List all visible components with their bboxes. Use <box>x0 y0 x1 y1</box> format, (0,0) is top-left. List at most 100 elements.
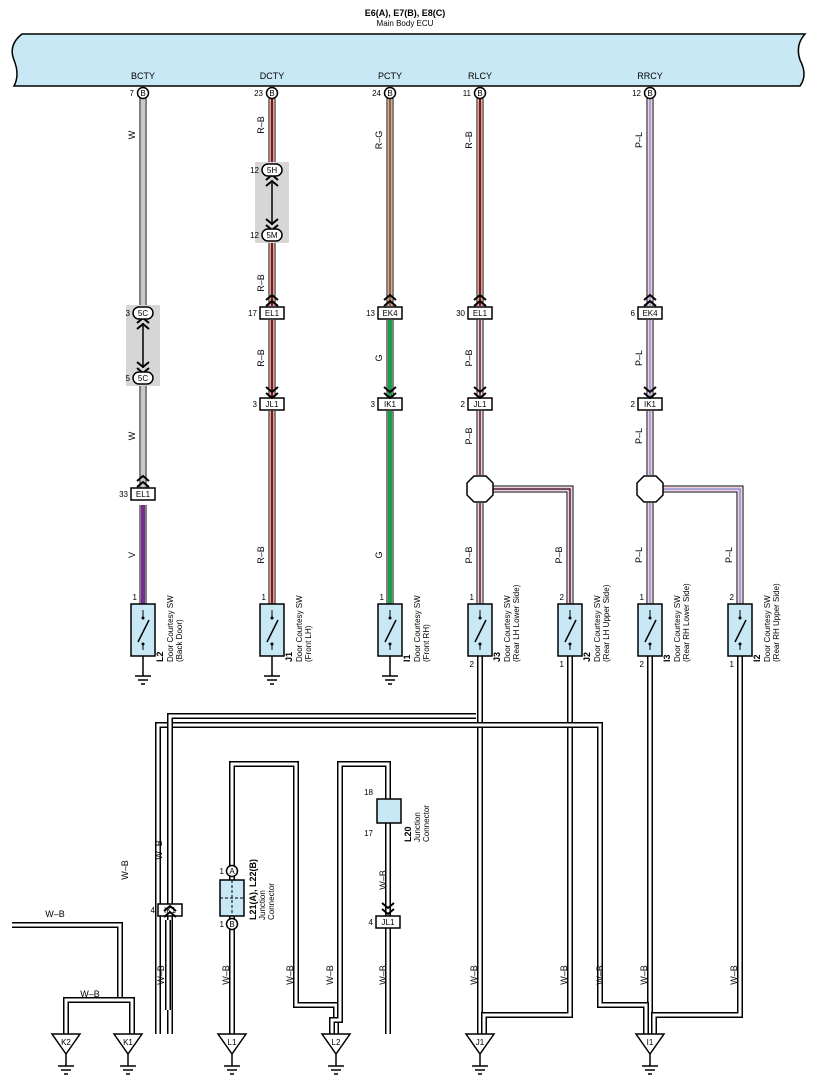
chevron-bcty-1-stroke <box>136 474 150 482</box>
wire-label-pcty-0: R–G <box>374 131 384 150</box>
wire-label-pcty-2: G <box>374 551 384 558</box>
ground-i1-label: I1 <box>647 1038 654 1047</box>
ground-l2-symbol <box>328 1054 344 1075</box>
switch-rrcy-contact <box>648 616 652 620</box>
jc-l21-name: Junction <box>258 890 267 920</box>
inline-ik1-chevron-stroke <box>163 910 177 918</box>
chevron-rlcy-0-stroke <box>473 293 487 301</box>
chevron-pcty-0-stroke <box>383 299 397 307</box>
switch-pcty-id: I1 <box>402 654 412 662</box>
chevron-rrcy-1-stroke <box>643 386 657 394</box>
pair-top-bcty-pin: 3 <box>126 309 131 318</box>
gnd-label-7: W–B <box>378 965 388 985</box>
wire-label-rlcy-2: P–B <box>464 427 474 444</box>
pair-top-dcty-pin: 12 <box>250 166 259 175</box>
switch-dcty-sub: (Front LH) <box>304 625 313 662</box>
switch-J2-sub: (Rear LH Upper Side) <box>602 584 611 662</box>
switch-J2-contact <box>568 616 572 620</box>
wire-label-bcty-0: W <box>127 130 137 139</box>
gnd-loop-j1-core <box>168 714 476 1034</box>
gnd-label-9: W–B <box>559 965 569 985</box>
gnd-loop-l2-core <box>230 762 338 1034</box>
ground-l2-label: L2 <box>332 1038 341 1047</box>
switch-J2-pin-top: 2 <box>560 593 565 602</box>
switch-bcty-ground <box>135 664 151 685</box>
switch-dcty-id: J1 <box>284 652 294 662</box>
gnd-i2-i1-core <box>652 656 742 1034</box>
pair-bot-bcty-pin: 5 <box>126 374 131 383</box>
chevron-rrcy-0-stroke <box>643 293 657 301</box>
ground-j1-label: J1 <box>476 1038 485 1047</box>
switch-rlcy-name: Door Courtesy SW <box>503 595 512 662</box>
gnd-label-1: W–B <box>156 965 166 985</box>
jc-l21-pin-top: 1 <box>220 867 225 876</box>
wire-label-dcty-2: R–B <box>256 349 266 367</box>
pair-chevron-down-bcty-stroke <box>136 361 150 369</box>
inline-jl1-chevron <box>381 902 395 916</box>
chevron-dcty-2 <box>265 386 279 400</box>
switch-rrcy-id: I3 <box>662 654 672 662</box>
switch-rlcy-sub: (Rear LH Lower Side) <box>512 584 521 662</box>
chevron-dcty-1-stroke <box>265 299 279 307</box>
chevron-pcty-0 <box>383 293 397 307</box>
jc-l20-sub: Connector <box>422 805 431 842</box>
wire-label-rrcy-0: P–L <box>634 132 644 148</box>
inline-ik1-chevron <box>163 904 177 918</box>
gnd-j2-j1-outline <box>481 656 573 1034</box>
connector-pcty-1-label: IK1 <box>384 400 397 409</box>
pair-top-dcty-oval <box>261 163 283 177</box>
inline-jl1-pin: 4 <box>369 918 374 927</box>
wire-label-dcty-3: R–B <box>256 546 266 564</box>
connector-rrcy-0-pin: 6 <box>631 309 636 318</box>
pair-chevron-down-dcty-stroke <box>265 218 279 226</box>
chevron-bcty-1-stroke <box>136 480 150 488</box>
pair-bot-dcty-label: 5M <box>266 231 277 240</box>
connector-rrcy-0-label: EK4 <box>642 309 658 318</box>
wire-label-rrcy-2: P–L <box>634 428 644 444</box>
gnd-left-k1-core <box>12 923 134 1034</box>
chevron-dcty-1 <box>265 293 279 307</box>
switch-dcty-ground <box>264 664 280 685</box>
ground-l1-triangle <box>216 1033 248 1056</box>
wire-label-bcty-2: V <box>127 552 137 558</box>
switch-J2-pin-bot: 1 <box>560 660 565 669</box>
gnd-label-3: W–B <box>221 965 231 985</box>
switch-bcty-blade <box>137 619 150 643</box>
gnd-k2-link-core <box>64 998 124 1034</box>
switch-pcty-contact <box>388 616 392 620</box>
gnd-loop-i1-core <box>156 723 648 1034</box>
ecu-title: E6(A), E7(B), E8(C) <box>365 8 446 18</box>
circuit-rlcy-name: RLCY <box>468 71 492 81</box>
circuit-bcty-ecu-conn-circle <box>136 86 150 100</box>
switch-rlcy-blade <box>474 619 487 643</box>
circuit-rrcy-name: RRCY <box>637 71 663 81</box>
jc-l21-pin-bot: 1 <box>220 920 225 929</box>
connector-rlcy-0-pin: 30 <box>456 309 465 318</box>
switch-pcty-ground <box>382 664 398 685</box>
circuit-dcty-ecu-pin: 23 <box>254 89 263 98</box>
circuit-rrcy-ecu-conn-letter: B <box>647 89 652 98</box>
chevron-dcty-2-stroke <box>265 386 279 394</box>
chevron-pcty-1-stroke <box>383 386 397 394</box>
switch-pcty-sub: (Front RH) <box>422 624 431 662</box>
circuit-bcty-name: BCTY <box>131 71 155 81</box>
connector-dcty-1-pin: 17 <box>248 309 257 318</box>
wires-layer <box>12 96 744 1034</box>
gnd-loop-j1-outline <box>167 713 476 1034</box>
switch-bcty-sub: (Back Door) <box>175 619 184 662</box>
circuit-rlcy-ecu-pin: 11 <box>463 89 472 98</box>
gnd-label-5: W–B <box>325 965 335 985</box>
chevron-rlcy-0 <box>473 293 487 307</box>
jc-l20-body <box>376 798 402 824</box>
connector-pcty-0-label: EK4 <box>382 309 398 318</box>
gnd-label-0: W–B <box>120 860 130 880</box>
circuit-dcty-ecu-conn-letter: B <box>269 89 274 98</box>
switch-pcty-name: Door Courtesy SW <box>413 595 422 662</box>
chevron-pcty-0-stroke <box>383 293 397 301</box>
switch-dcty-contact <box>270 616 274 620</box>
circuit-pcty-name: PCTY <box>378 71 402 81</box>
wire-label-pcty-1: G <box>374 354 384 361</box>
gnd-i2-i1-outline <box>651 656 743 1034</box>
